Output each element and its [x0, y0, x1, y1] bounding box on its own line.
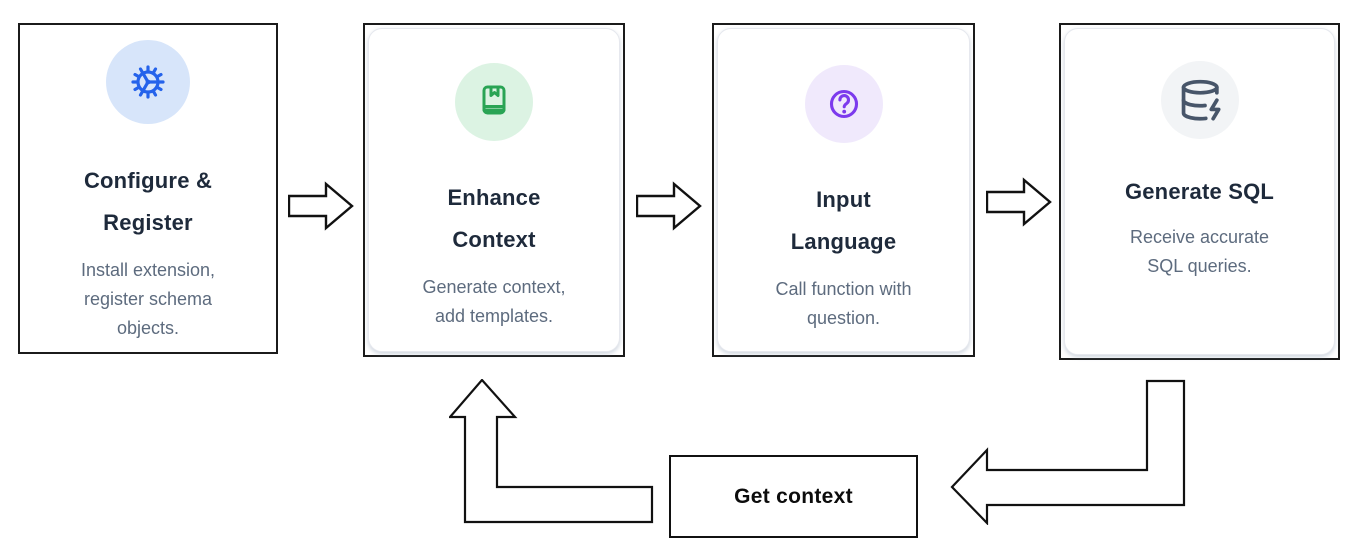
step-description: Call function with question. [775, 279, 912, 328]
step-icon-badge [1160, 61, 1239, 139]
forward-arrow-icon [986, 177, 1052, 227]
get-context-label: Get context [734, 484, 853, 508]
flow-card-enhance-context: Enhance Context Generate context, add te… [363, 23, 625, 357]
step-title: Generate SQL [1124, 179, 1275, 204]
flow-card-generate-sql: Generate SQL Receive accurate SQL querie… [1059, 23, 1340, 360]
step-title: Input Language [790, 187, 897, 254]
step-title: Enhance Context [447, 185, 541, 252]
step-icon-badge [804, 65, 883, 143]
book-icon [482, 85, 506, 115]
step-title: Configure & Register [83, 168, 213, 235]
gear-icon [131, 65, 165, 99]
flow-card-input-language: Input Language Call function with questi… [712, 23, 975, 357]
step-description: Generate context, add templates. [422, 277, 566, 326]
step-description: Receive accurate SQL queries. [1129, 227, 1270, 276]
step-icon-badge [455, 63, 533, 141]
flow-card-configure-register: Configure & Register Install extension, … [18, 23, 278, 354]
question-circle-icon [829, 89, 858, 119]
step-icon-badge [106, 40, 190, 124]
loop-up-arrow-icon [449, 379, 654, 524]
forward-arrow-icon [636, 181, 702, 231]
database-zap-icon [1181, 79, 1221, 121]
step-description: Install extension, register schema objec… [80, 260, 216, 338]
loop-left-arrow-icon [950, 379, 1186, 525]
get-context-box: Get context [669, 455, 918, 538]
forward-arrow-icon [288, 181, 354, 231]
